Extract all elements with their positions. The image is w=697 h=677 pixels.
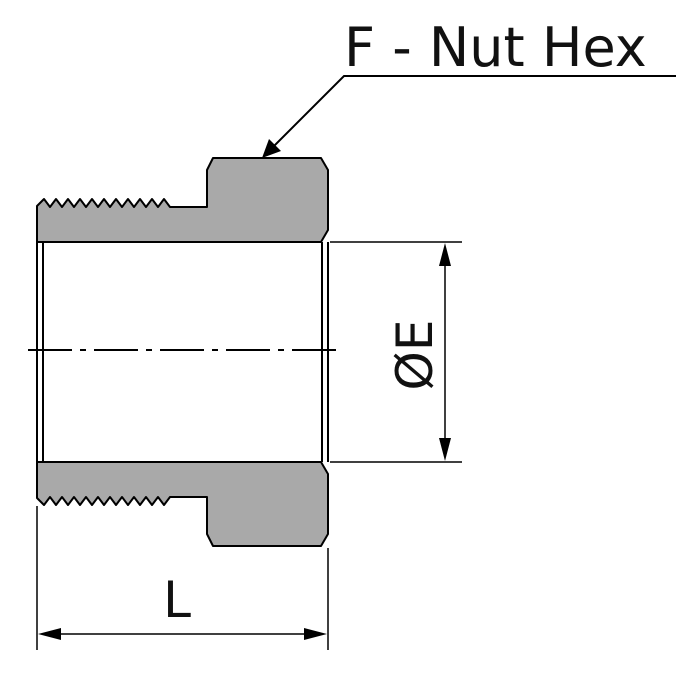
diameter-label: ØE — [386, 320, 444, 391]
nut-hex-leader-arrow — [262, 139, 281, 158]
length-arrow-left — [38, 628, 61, 640]
nut-hex-leader — [267, 75, 676, 153]
bore-outline — [36, 242, 329, 462]
nut-hex-label: F - Nut Hex — [344, 16, 647, 79]
upper-body-section — [36, 157, 329, 243]
diameter-arrow-top — [439, 243, 451, 266]
length-label: L — [163, 571, 191, 629]
length-arrow-right — [304, 628, 327, 640]
length-dimension — [36, 506, 329, 650]
diameter-dimension — [330, 241, 462, 463]
lower-body-section — [36, 461, 329, 547]
diameter-arrow-bottom — [439, 438, 451, 461]
